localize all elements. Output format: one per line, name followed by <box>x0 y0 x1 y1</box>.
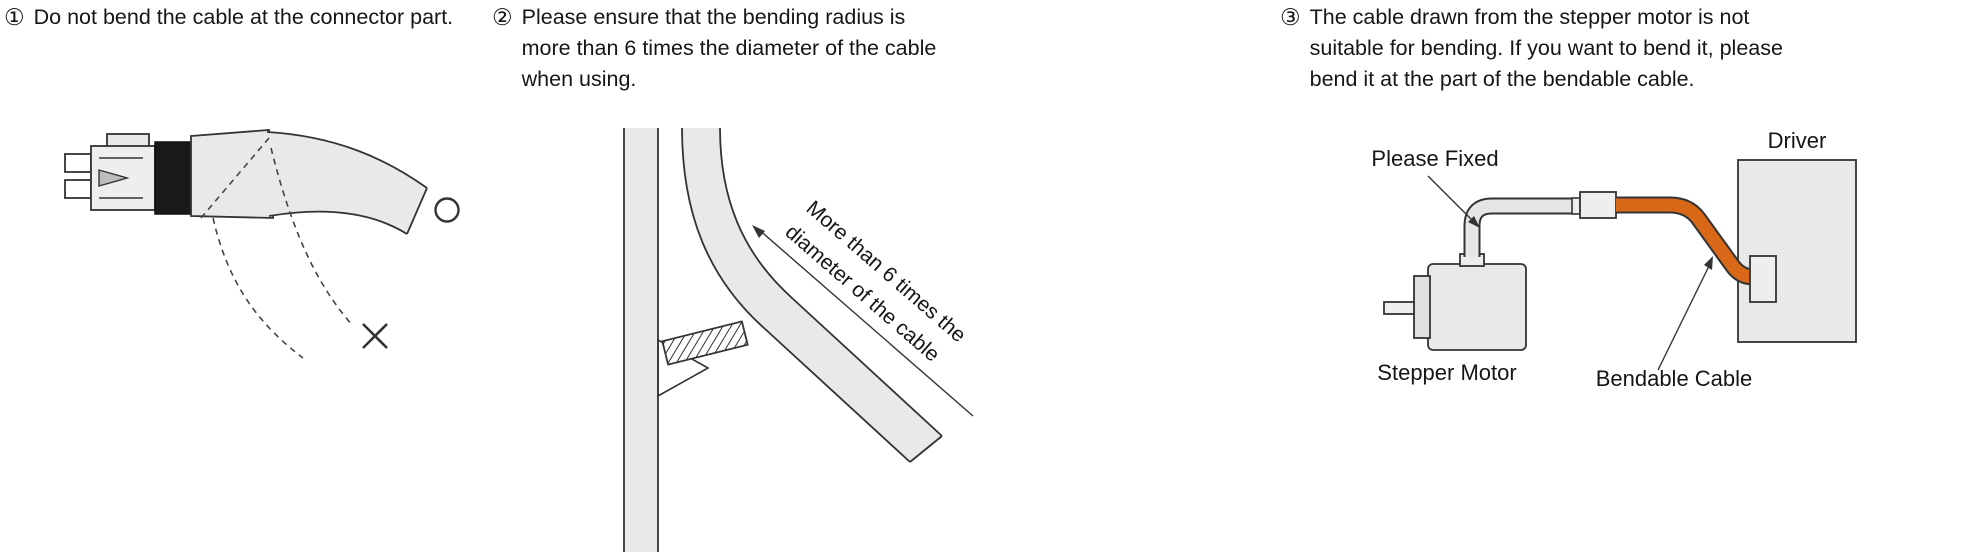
motor-flange <box>1413 275 1431 339</box>
caption-1: ① Do not bend the cable at the connector… <box>4 2 484 33</box>
driver-box <box>1737 159 1857 343</box>
please-fixed-arrowhead-icon <box>1468 216 1480 228</box>
caption-3: ③ The cable drawn from the stepper motor… <box>1280 2 1920 95</box>
label-bendable-cable: Bendable Cable <box>1596 366 1753 391</box>
motor-shaft <box>1383 301 1415 315</box>
label-stepper-motor: Stepper Motor <box>1377 360 1516 385</box>
caption-1-text: Do not bend the cable at the connector p… <box>34 2 454 33</box>
bendable-cable-arrow-line <box>1657 263 1711 371</box>
bendable-cable <box>1616 198 1762 284</box>
caption-3-text: The cable drawn from the stepper motor i… <box>1310 2 1783 95</box>
caption-line: The cable drawn from the stepper motor i… <box>1309 5 1750 29</box>
cable-connector-collar <box>1571 197 1581 215</box>
circle-mark-icon <box>434 197 460 223</box>
connector-terminal-bottom <box>64 179 92 199</box>
stepper-motor-body <box>1427 263 1527 351</box>
caption-2-text: Please ensure that the bending radius is… <box>522 2 937 95</box>
vertical-cable-run <box>624 128 658 552</box>
cable-top-edge <box>266 131 428 189</box>
cable-clamp <box>661 320 749 366</box>
motor-cable-outline <box>1463 197 1576 257</box>
ghost-bent-cable-left <box>212 217 304 359</box>
please-fixed-arrow-line <box>1427 175 1477 225</box>
connector-overmold <box>154 141 192 215</box>
caption-line: more than 6 times the diameter of the ca… <box>521 36 937 60</box>
cable-boot <box>190 129 274 219</box>
bent-cable <box>682 128 942 462</box>
caption-2-number: ② <box>492 4 513 30</box>
bent-cable-outer-edge <box>681 128 911 463</box>
caption-line: when using. <box>521 67 637 91</box>
label-driver: Driver <box>1768 128 1827 153</box>
bent-cable-end-cap <box>909 435 943 463</box>
connector-pin <box>98 169 130 187</box>
cable <box>267 132 427 234</box>
caption-line: Do not bend the cable at the connector p… <box>33 5 454 29</box>
caption-line: Please ensure that the bending radius is <box>521 5 906 29</box>
bendable-cable-arrowhead-icon <box>1704 256 1713 270</box>
motor-cable <box>1465 199 1576 257</box>
radius-arrowhead-icon <box>752 225 765 238</box>
cable-connector <box>1579 191 1617 219</box>
label-please-fixed: Please Fixed <box>1371 146 1498 171</box>
cable-end-cap <box>406 187 428 235</box>
cable-bottom-edge <box>268 210 408 235</box>
figure-connector-no-bend <box>64 129 460 359</box>
figure-bending-radius: More than 6 times the diameter of the ca… <box>623 128 974 552</box>
driver-port <box>1749 255 1777 303</box>
bent-cable-inner-edge <box>719 128 943 437</box>
caption-line: suitable for bending. If you want to ben… <box>1309 36 1783 60</box>
ghost-bent-cable-right <box>270 147 354 327</box>
caption-line: bend it at the part of the bendable cabl… <box>1309 67 1695 91</box>
caption-3-number: ③ <box>1280 4 1301 30</box>
cross-mark-icon <box>362 323 388 349</box>
radius-leader-line <box>756 227 974 417</box>
figure-bendable-cable: Please Fixed Driver Stepper Motor Bendab… <box>1371 128 1857 391</box>
caption-1-number: ① <box>4 4 25 30</box>
connector-terminal-top <box>64 153 92 173</box>
caption-2: ② Please ensure that the bending radius … <box>492 2 997 95</box>
